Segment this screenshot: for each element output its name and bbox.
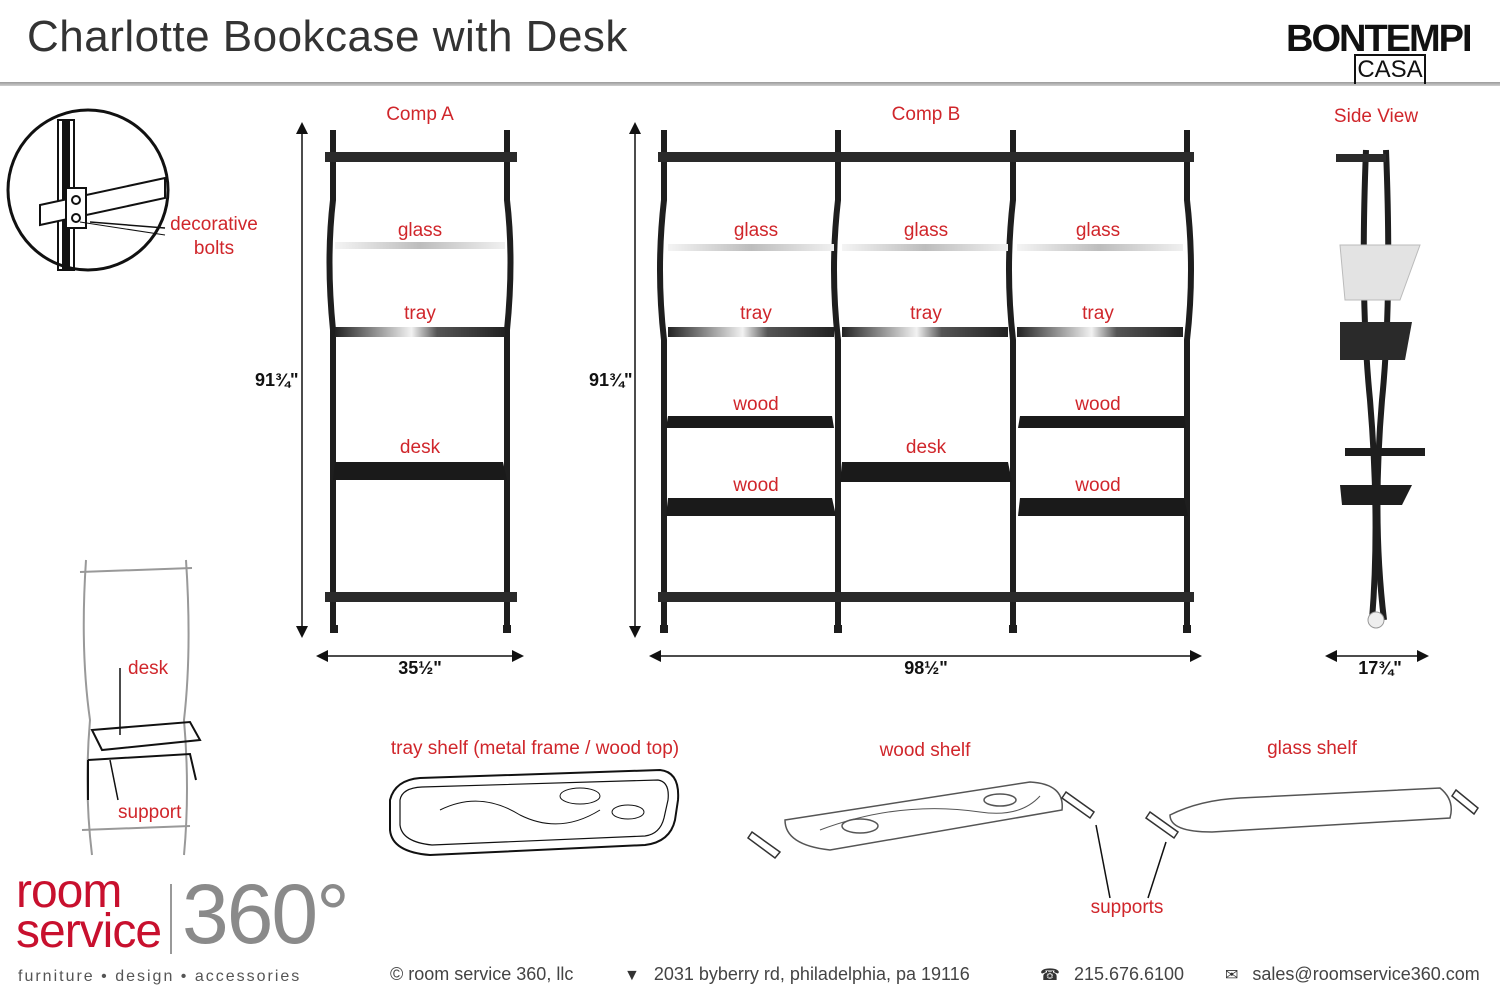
logo-service-text: service bbox=[16, 905, 162, 958]
comp-b-wood-lower-label-1: wood bbox=[733, 475, 779, 496]
decorative-bolts-label-line2: bolts bbox=[193, 238, 235, 259]
company-logo: room service bbox=[16, 865, 162, 958]
side-view-drawing bbox=[1325, 149, 1429, 662]
bolt-detail-diagram bbox=[6, 108, 170, 272]
side-view-title: Side View bbox=[1333, 106, 1419, 127]
footer-phone: 215.676.6100 bbox=[1073, 964, 1185, 984]
footer-address: 2031 byberry rd, philadelphia, pa 19116 bbox=[653, 964, 970, 984]
footer-phone-block: ☎ 215.676.6100 bbox=[1040, 964, 1184, 985]
comp-b-wood-upper-label-2: wood bbox=[1075, 394, 1121, 415]
comp-b-drawing bbox=[629, 122, 1202, 662]
comp-b-width: 98½" bbox=[904, 658, 948, 678]
assembly-support-label: support bbox=[118, 802, 182, 823]
comp-a-tray-label: tray bbox=[404, 303, 436, 324]
comp-b-height: 91¾" bbox=[589, 370, 633, 390]
logo-360-text: 360° bbox=[182, 867, 350, 961]
comp-b-tray-label-1: tray bbox=[740, 303, 772, 324]
comp-a-title: Comp A bbox=[386, 104, 454, 125]
desk-assembly-sketch bbox=[79, 559, 202, 856]
side-view-depth: 17¾" bbox=[1358, 658, 1402, 678]
phone-icon: ☎ bbox=[1040, 967, 1060, 984]
title-divider bbox=[0, 82, 1500, 86]
tray-shelf-illustration bbox=[389, 768, 680, 857]
footer-email-block[interactable]: ✉ sales@roomservice360.com bbox=[1225, 964, 1480, 985]
comp-a-drawing bbox=[296, 122, 524, 662]
comp-a-glass-label: glass bbox=[397, 220, 443, 241]
glass-shelf-title: glass shelf bbox=[1267, 738, 1357, 759]
comp-b-wood-lower-label-2: wood bbox=[1075, 475, 1121, 496]
wood-shelf-title: wood shelf bbox=[879, 740, 971, 761]
brand-name: BONTEMPI bbox=[1286, 18, 1473, 60]
comp-a-width: 35½" bbox=[398, 658, 442, 678]
logo-tagline: furniture • design • accessories bbox=[18, 968, 302, 985]
comp-b-glass-label-2: glass bbox=[903, 220, 949, 241]
assembly-desk-label: desk bbox=[128, 658, 169, 679]
comp-b-tray-label-2: tray bbox=[910, 303, 942, 324]
page-title: Charlotte Bookcase with Desk bbox=[27, 12, 628, 61]
comp-b-glass-label-1: glass bbox=[733, 220, 779, 241]
tray-shelf-title: tray shelf (metal frame / wood top) bbox=[390, 738, 680, 759]
brand-logo: BONTEMPI CASA bbox=[1286, 14, 1498, 84]
glass-shelf-illustration bbox=[1144, 787, 1480, 840]
comp-a-height: 91¾" bbox=[255, 370, 299, 390]
comp-b-desk-label: desk bbox=[905, 437, 947, 458]
comp-b-tray-label-3: tray bbox=[1082, 303, 1114, 324]
logo-room-text: room bbox=[16, 865, 122, 918]
footer-company: © room service 360, llc bbox=[390, 964, 574, 984]
wood-shelf-illustration bbox=[746, 781, 1096, 860]
logo-divider bbox=[170, 884, 172, 954]
mail-icon: ✉ bbox=[1225, 967, 1239, 984]
comp-b-wood-upper-label-1: wood bbox=[733, 394, 779, 415]
brand-subname: CASA bbox=[1354, 54, 1426, 84]
supports-label: supports bbox=[1090, 897, 1164, 918]
footer-address-block: ▼ 2031 byberry rd, philadelphia, pa 19116 bbox=[624, 964, 970, 985]
comp-b-glass-label-3: glass bbox=[1075, 220, 1121, 241]
supports-pointer-lines bbox=[89, 221, 1167, 899]
map-pin-icon: ▼ bbox=[624, 967, 640, 984]
comp-b-title: Comp B bbox=[891, 104, 961, 125]
decorative-bolts-label-line1: decorative bbox=[170, 214, 258, 235]
comp-a-desk-label: desk bbox=[399, 437, 441, 458]
footer-email[interactable]: sales@roomservice360.com bbox=[1252, 964, 1480, 984]
